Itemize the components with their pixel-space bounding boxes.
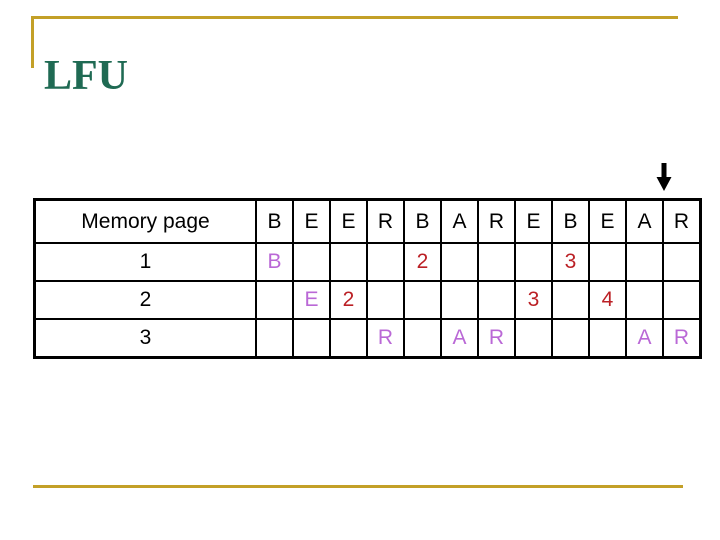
reference-cell: R (662, 198, 702, 244)
slide-title: LFU (44, 53, 128, 100)
reference-cell: E (329, 198, 368, 244)
table-cell (551, 318, 590, 359)
reference-cell: R (366, 198, 405, 244)
table-cell (440, 280, 479, 320)
row-label: 2 (33, 280, 257, 320)
table-cell: 2 (329, 280, 368, 320)
table-cell: E (292, 280, 331, 320)
table-cell (514, 242, 553, 282)
table-cell (292, 318, 331, 359)
table-cell: B (255, 242, 294, 282)
table-cell (477, 242, 516, 282)
table-cell: 3 (551, 242, 590, 282)
table-cell: 3 (514, 280, 553, 320)
table-cell (625, 280, 664, 320)
row-label: 3 (33, 318, 257, 359)
table-cell (514, 318, 553, 359)
table-cell (403, 318, 442, 359)
table-cell (292, 242, 331, 282)
reference-cell: A (625, 198, 664, 244)
down-arrow-icon (656, 163, 672, 191)
table-cell (477, 280, 516, 320)
table-cell (366, 242, 405, 282)
bottom-accent-line (33, 485, 683, 488)
table-cell (403, 280, 442, 320)
reference-cell: B (551, 198, 590, 244)
row-label: 1 (33, 242, 257, 282)
reference-cell: E (514, 198, 553, 244)
reference-cell: E (292, 198, 331, 244)
reference-cell: A (440, 198, 479, 244)
top-accent-line (33, 16, 678, 19)
table-cell (551, 280, 590, 320)
table-cell: 2 (403, 242, 442, 282)
table-cell: R (477, 318, 516, 359)
table-cell: A (625, 318, 664, 359)
table-cell (366, 280, 405, 320)
table-cell (588, 318, 627, 359)
reference-cell: E (588, 198, 627, 244)
table-header-label: Memory page (33, 198, 257, 244)
reference-cell: B (255, 198, 294, 244)
left-accent-bar (31, 16, 34, 68)
table-cell (662, 280, 702, 320)
table-cell (440, 242, 479, 282)
table-cell (662, 242, 702, 282)
table-cell (625, 242, 664, 282)
reference-cell: R (477, 198, 516, 244)
table-cell: 4 (588, 280, 627, 320)
table-cell (255, 280, 294, 320)
table-cell: R (662, 318, 702, 359)
table-cell: A (440, 318, 479, 359)
table-cell (329, 242, 368, 282)
table-cell (255, 318, 294, 359)
reference-cell: B (403, 198, 442, 244)
table-cell (588, 242, 627, 282)
table-cell: R (366, 318, 405, 359)
table-cell (329, 318, 368, 359)
